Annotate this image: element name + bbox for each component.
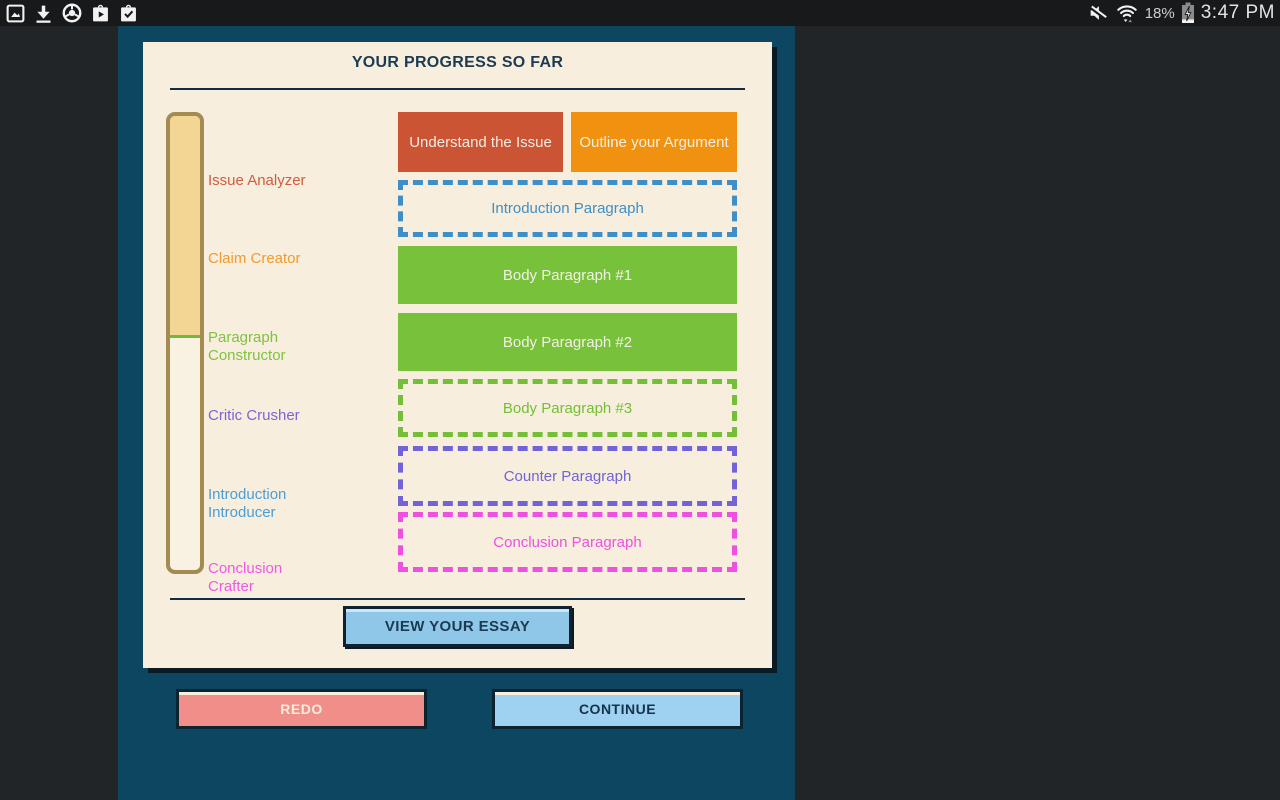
stage-outline-your-argument: Outline your Argument <box>571 112 737 172</box>
title-divider <box>170 88 745 90</box>
battery-percent-text: 18% <box>1144 4 1175 22</box>
milestone-critic-crusher: Critic Crusher <box>208 407 300 424</box>
stage-counter-paragraph: Counter Paragraph <box>398 446 737 506</box>
milestone-issue-analyzer: Issue Analyzer <box>208 172 306 189</box>
progress-panel: YOUR PROGRESS SO FAR Issue Analyzer Clai… <box>143 42 772 668</box>
battery-charging-icon <box>1181 2 1195 24</box>
mute-icon <box>1087 2 1109 24</box>
continue-button[interactable]: CONTINUE <box>492 689 743 729</box>
play-store-icon <box>90 3 111 24</box>
progress-track-fill <box>170 116 200 339</box>
screenshot-icon <box>5 3 26 24</box>
bag-check-icon <box>118 3 139 24</box>
stage-body-paragraph-1: Body Paragraph #1 <box>398 246 737 304</box>
view-your-essay-button[interactable]: VIEW YOUR ESSAY <box>343 606 572 647</box>
notification-icons <box>5 0 139 26</box>
milestone-paragraph-constructor: Paragraph Constructor <box>208 329 286 364</box>
wifi-icon <box>1115 2 1139 24</box>
milestone-introduction-introducer: Introduction Introducer <box>208 486 287 521</box>
stage-conclusion-paragraph: Conclusion Paragraph <box>398 512 737 572</box>
stage-introduction-paragraph: Introduction Paragraph <box>398 180 737 237</box>
redo-button[interactable]: REDO <box>176 689 427 729</box>
system-status-icons: 18% 3:47 PM <box>1087 0 1275 26</box>
chrome-icon <box>61 2 83 24</box>
app-background: YOUR PROGRESS SO FAR Issue Analyzer Clai… <box>118 26 795 800</box>
progress-track <box>166 112 204 574</box>
download-icon <box>33 3 54 24</box>
android-status-bar[interactable]: 18% 3:47 PM <box>0 0 1280 26</box>
stage-body-paragraph-3: Body Paragraph #3 <box>398 379 737 437</box>
clock-text: 3:47 PM <box>1200 2 1275 23</box>
milestone-claim-creator: Claim Creator <box>208 250 301 267</box>
footer-divider <box>170 598 745 600</box>
page-title: YOUR PROGRESS SO FAR <box>351 54 564 71</box>
stage-body-paragraph-2: Body Paragraph #2 <box>398 313 737 371</box>
milestone-conclusion-crafter: Conclusion Crafter <box>208 560 283 595</box>
stage-understand-the-issue: Understand the Issue <box>398 112 563 172</box>
